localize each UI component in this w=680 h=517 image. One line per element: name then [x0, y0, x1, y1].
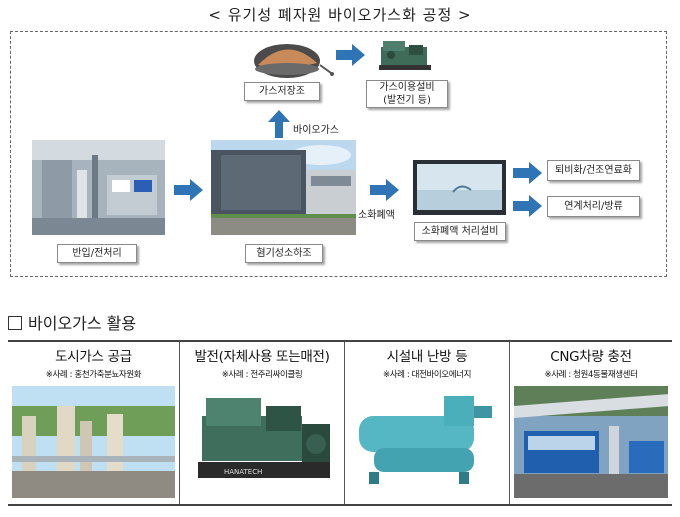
col-example: ※사례 : 청원4동물재생센터 — [544, 370, 638, 380]
col-example: ※사례 : 전주리싸이클링 — [221, 370, 303, 380]
digestate-facility-label: 소화폐액 처리설비 — [414, 222, 506, 241]
checkbox-square-icon — [8, 316, 22, 330]
utilization-heading: 바이오가스 활용 — [8, 310, 136, 334]
digestate-flow-label: 소화폐액 — [358, 210, 395, 221]
linked-treatment-text: 연계처리/방류 — [564, 201, 623, 212]
compost-text: 퇴비화/건조연료화 — [555, 165, 632, 176]
digester-building-image — [211, 140, 356, 235]
utilization-heading-text: 바이오가스 활용 — [28, 314, 137, 333]
utilization-col-cng: CNG차량 충전 ※사례 : 청원4동물재생센터 — [509, 342, 672, 504]
cng-station-image — [514, 386, 668, 498]
utilization-col-city-gas: 도시가스 공급 ※사례 : 홍천가축분뇨자원화 — [8, 342, 179, 504]
arrow-to-linked-treatment — [513, 194, 543, 218]
compost-label: 퇴비화/건조연료화 — [547, 160, 640, 181]
gas-use-line1: 가스이용설비 — [379, 82, 435, 93]
col-example: ※사례 : 홍천가축분뇨자원화 — [45, 370, 142, 380]
process-frame — [10, 31, 667, 277]
digester-text: 혐기성소하조 — [256, 248, 312, 259]
digester-label: 혐기성소하조 — [245, 244, 323, 263]
gas-use-line2: (발전기 등) — [383, 95, 431, 106]
utilization-table: 도시가스 공급 ※사례 : 홍천가축분뇨자원화 발전(자체사용 또는매전) ※사… — [8, 340, 672, 506]
digestate-tank-image — [413, 160, 506, 215]
arrow-storage-to-gas-use — [336, 43, 366, 67]
utilization-col-power: 발전(자체사용 또는매전) ※사례 : 전주리싸이클링 HANATECH — [179, 342, 344, 504]
arrow-digester-to-digestate — [370, 178, 400, 202]
col-example: ※사례 : 대전바이오에너지 — [383, 370, 471, 380]
page-title: < 유기성 폐자원 바이오가스화 공정 > — [208, 6, 472, 24]
generator-unit-image: HANATECH — [184, 386, 340, 498]
arrow-to-compost — [513, 161, 543, 185]
biogas-flow-label: 바이오가스 — [293, 125, 339, 136]
gas-storage-label: 가스저장조 — [244, 82, 320, 101]
heating-unit-image — [349, 386, 505, 498]
col-title: CNG차량 충전 — [550, 349, 632, 365]
intake-facility-image — [32, 140, 165, 235]
gas-storage-text: 가스저장조 — [259, 86, 305, 97]
arrow-intake-to-digester — [174, 178, 204, 202]
generator-brand-text: HANATECH — [224, 468, 262, 476]
digestate-facility-text: 소화폐액 처리설비 — [421, 226, 499, 237]
intake-text: 반입/전처리 — [72, 248, 122, 259]
linked-treatment-label: 연계처리/방류 — [547, 196, 640, 217]
arrow-up-biogas — [268, 110, 290, 138]
col-title: 시설내 난방 등 — [386, 349, 468, 365]
utilization-col-heating: 시설내 난방 등 ※사례 : 대전바이오에너지 — [344, 342, 509, 504]
gas-use-facility-label: 가스이용설비 (발전기 등) — [366, 80, 448, 108]
generator-image — [375, 37, 435, 75]
col-title: 도시가스 공급 — [55, 349, 132, 365]
gas-storage-tank-image — [243, 37, 338, 79]
col-title: 발전(자체사용 또는매전) — [194, 349, 330, 365]
city-gas-plant-image — [12, 386, 175, 498]
intake-label: 반입/전처리 — [57, 244, 137, 263]
